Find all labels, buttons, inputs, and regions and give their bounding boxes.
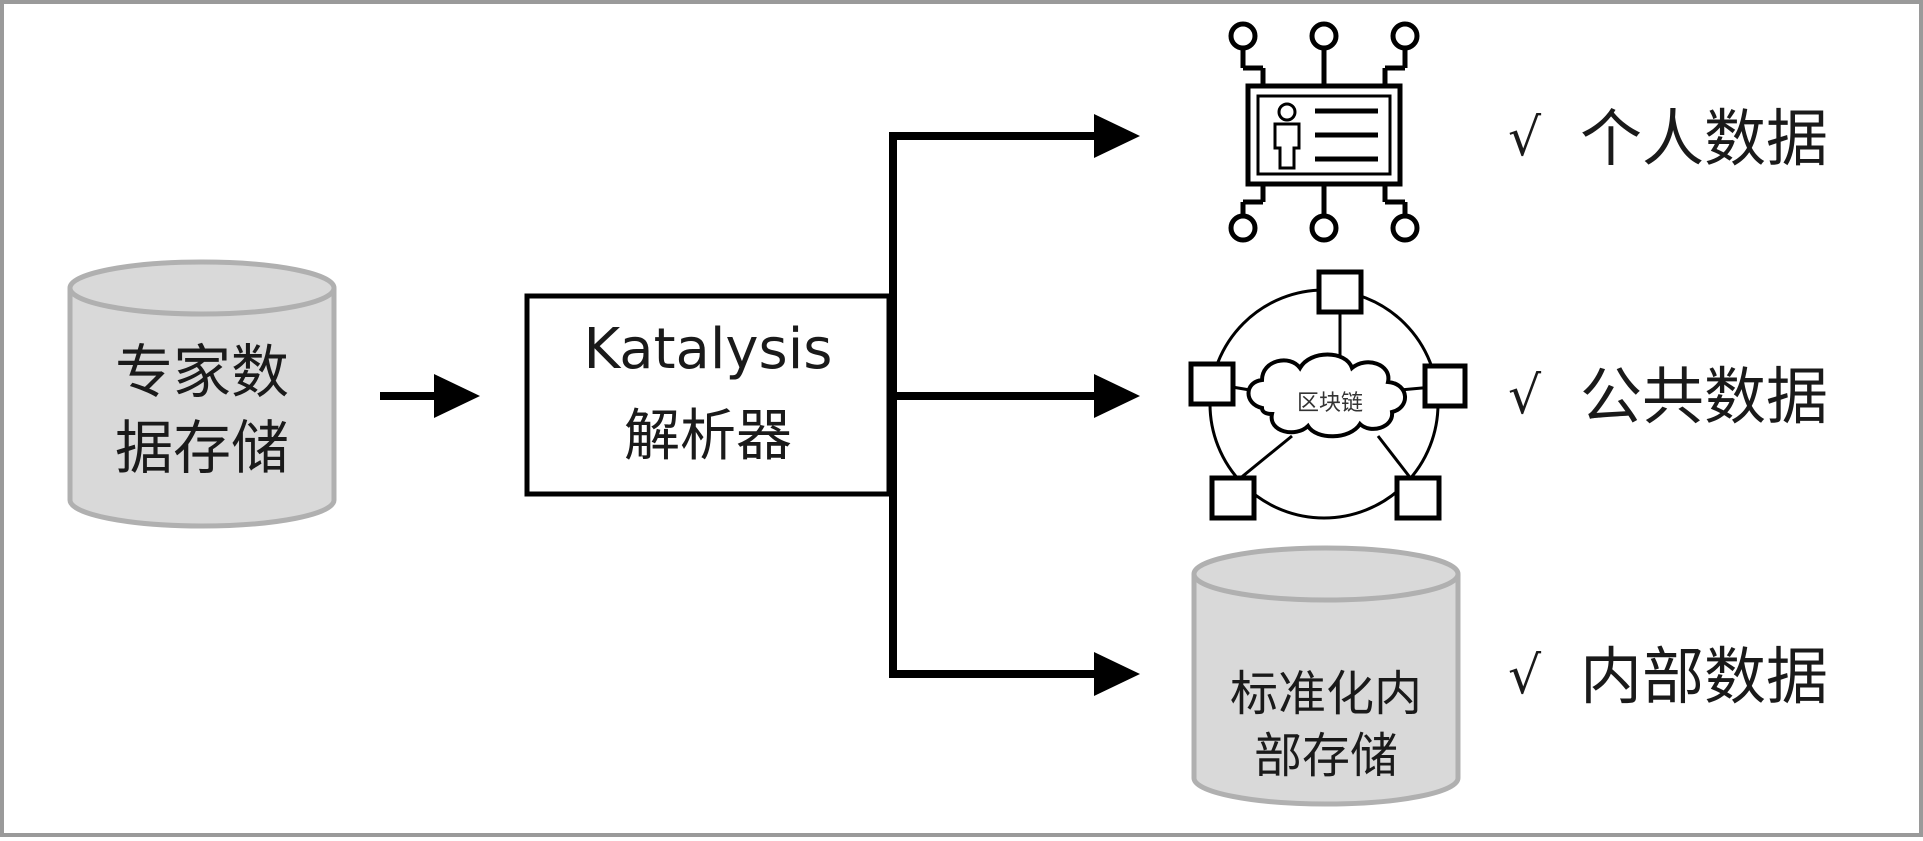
parser-box: Katalysis 解析器 [524, 293, 892, 497]
check-mark-icon: √ [1508, 108, 1542, 168]
internal-database: 标准化内 部存储 [1191, 545, 1461, 807]
internal-db-top [1191, 545, 1461, 603]
internal-db-body [1191, 574, 1461, 807]
source-db-body [67, 288, 337, 529]
output-internal: √ 内部数据 [1508, 640, 1828, 713]
arrow-source-to-parser [380, 374, 480, 418]
output-label-personal: 个人数据 [1580, 102, 1828, 175]
arrowhead-top [1094, 114, 1140, 158]
branch-connectors [889, 132, 1100, 678]
blockchain-icon: 区块链 [1188, 269, 1468, 521]
internal-db-label-line1: 标准化内 [1230, 666, 1422, 722]
arrowhead-middle [1094, 374, 1140, 418]
source-db-label-line2: 据存储 [115, 414, 289, 482]
block-node-left [1188, 361, 1236, 407]
block-node-bottom-left [1209, 475, 1257, 521]
parser-title: Katalysis [584, 317, 833, 382]
internal-db-label-line2: 部存储 [1254, 728, 1398, 784]
check-mark-icon: √ [1508, 646, 1542, 706]
cloud-shape [1246, 352, 1407, 439]
output-label-public: 公共数据 [1580, 360, 1828, 433]
block-node-right [1422, 363, 1468, 409]
blockchain-label: 区块链 [1297, 391, 1363, 416]
parser-box-frame [524, 293, 892, 497]
arrowhead-bottom [1094, 652, 1140, 696]
block-node-top [1316, 269, 1364, 315]
output-label-internal: 内部数据 [1580, 640, 1828, 713]
parser-subtitle: 解析器 [624, 404, 792, 469]
personal-data-icon [1228, 21, 1420, 243]
output-personal: √ 个人数据 [1508, 102, 1828, 175]
output-public: √ 公共数据 [1508, 360, 1828, 433]
source-db-label-line1: 专家数 [115, 338, 289, 406]
block-node-bottom-right [1394, 475, 1442, 521]
check-mark-icon: √ [1508, 366, 1542, 426]
source-database: 专家数 据存储 [67, 259, 337, 529]
source-db-top [67, 259, 337, 317]
